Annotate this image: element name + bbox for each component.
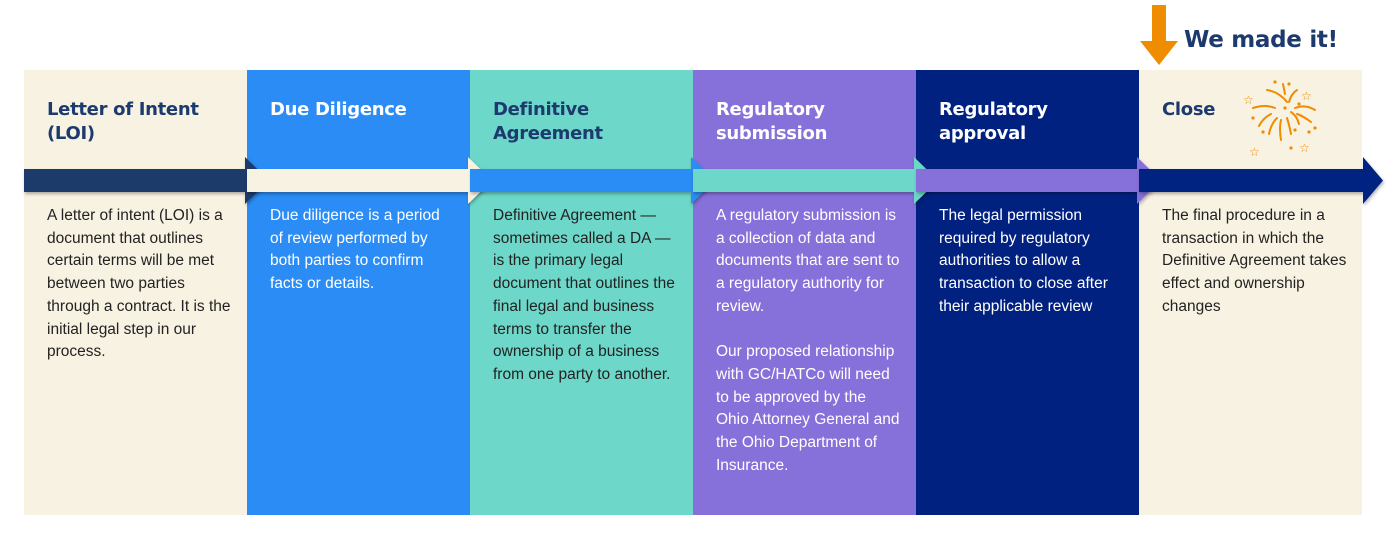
stage-title: Regulatory approval [939,99,1048,144]
stage-description: A regulatory submission is a collection … [716,207,900,474]
stage-description: The legal permission required by regulat… [939,207,1108,315]
stage-title: Letter of Intent (LOI) [47,99,199,144]
svg-text:☆: ☆ [1249,145,1260,158]
stage-description: Definitive Agreement — sometimes called … [493,207,675,383]
we-made-it-label: We made it! [1184,27,1338,53]
svg-text:☆: ☆ [1299,141,1310,155]
stage-description: A letter of intent (LOI) is a document t… [47,207,231,361]
svg-text:☆: ☆ [1243,93,1254,107]
stage-description: Due diligence is a period of review perf… [270,207,440,293]
stage-description: The final procedure in a transaction in … [1162,207,1347,315]
stage-title: Regulatory submission [716,99,828,144]
down-arrow-icon [1140,5,1178,65]
we-made-it-callout: We made it! [1140,5,1396,67]
stage-letter-of-intent: Letter of Intent (LOI) A letter of intent… [24,70,247,515]
svg-text:☆: ☆ [1301,89,1312,103]
stage-title: Close [1162,99,1216,120]
fireworks-icon: ☆ ☆ ☆ ☆ [1243,80,1317,158]
stage-title: Definitive Agreement [493,99,603,144]
stage-title: Due Diligence [270,99,407,120]
stage-regulatory-submission: Regulatory submission A regulatory submis… [693,70,916,515]
